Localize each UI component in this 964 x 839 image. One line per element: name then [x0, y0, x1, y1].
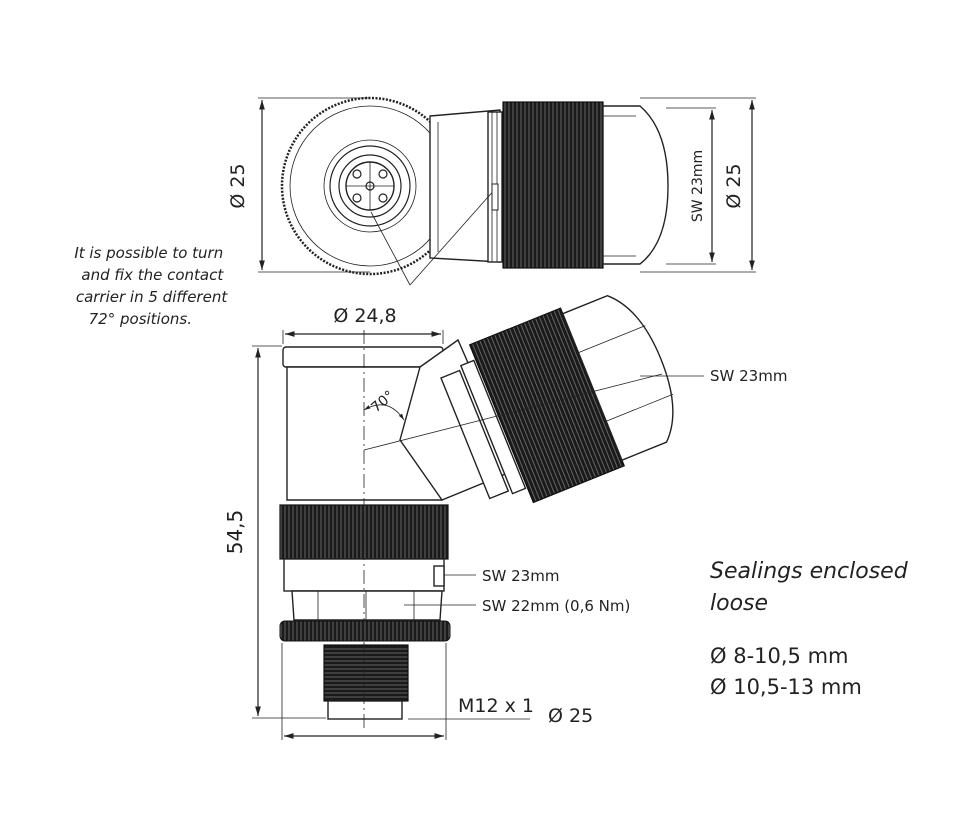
- m12-thread: [323, 644, 409, 702]
- top-view-knurled-nut: [502, 101, 604, 269]
- top-left-diameter-label: Ø 25: [227, 163, 249, 208]
- top-right-diameter-label: Ø 25: [723, 163, 745, 208]
- sealing-note: Sealings enclosed loose: [710, 559, 915, 616]
- bottom-diameter-label: Ø 25: [548, 705, 593, 727]
- knurled-ring: [279, 620, 451, 642]
- top-view: [280, 96, 669, 286]
- contact-pins: [345, 161, 395, 211]
- height-label: 54,5: [223, 510, 247, 555]
- top-dimensions: Ø 25 Ø 25 SW 23mm: [227, 97, 756, 273]
- seal-options: Ø 8-10,5 mm Ø 10,5-13 mm: [710, 644, 862, 699]
- turn-note: It is possible to turn and fix the conta…: [74, 244, 232, 328]
- side-view: 70°: [279, 294, 674, 730]
- width-diameter-label: Ø 24,8: [333, 305, 396, 327]
- thread-label: M12 x 1: [458, 695, 534, 717]
- top-view-cable-cap: [602, 105, 669, 265]
- side-dimensions: Ø 24,8 54,5 SW 23mm SW 23mm SW 22mm (0,6…: [223, 305, 787, 740]
- lower-sw-22-label: SW 22mm (0,6 Nm): [482, 597, 630, 615]
- top-sw-label: SW 23mm: [690, 150, 706, 222]
- side-view-flange: [282, 346, 444, 368]
- lower-sw-23-label: SW 23mm: [482, 567, 559, 585]
- side-sw-label: SW 23mm: [710, 367, 787, 385]
- side-view-cable-cap: [561, 294, 674, 462]
